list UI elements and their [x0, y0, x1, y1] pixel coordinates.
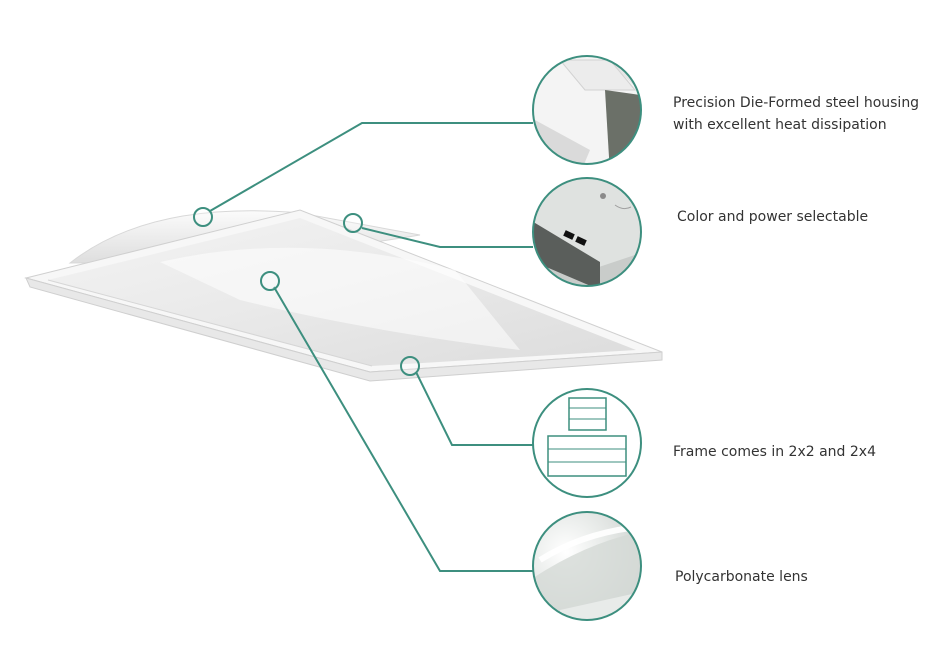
marker-frame — [400, 356, 420, 376]
marker-housing — [193, 207, 213, 227]
leader-line-selectable — [361, 227, 533, 248]
callout-lens-line-1: Polycarbonate lens — [675, 569, 808, 585]
callout-housing-line-2: with excellent heat dissipation — [673, 117, 887, 133]
callout-label-selectable: Color and power selectable — [677, 206, 868, 228]
callout-label-frame: Frame comes in 2x2 and 2x4 — [673, 441, 876, 463]
leader-lines — [209, 122, 533, 572]
callout-housing-line-1: Precision Die-Formed steel housing — [673, 95, 920, 111]
marker-lens — [260, 271, 280, 291]
callout-label-housing: Precision Die-Formed steel housing with … — [673, 92, 919, 136]
housing-detail-photo — [532, 55, 642, 165]
lens-detail-photo — [532, 511, 642, 621]
callout-frame-line-1: Frame comes in 2x2 and 2x4 — [673, 444, 876, 460]
leader-line-lens — [273, 286, 533, 572]
callout-selectable-line-1: Color and power selectable — [677, 209, 869, 225]
leader-line-housing — [209, 122, 533, 212]
frame-sizes-diagram — [532, 388, 642, 498]
fixture-markers — [193, 207, 420, 376]
callout-label-lens: Polycarbonate lens — [675, 566, 808, 588]
leader-line-frame — [415, 371, 533, 446]
troffer-fixture-image — [24, 209, 663, 382]
marker-selectable — [343, 213, 363, 233]
driver-switch-photo — [532, 177, 642, 287]
